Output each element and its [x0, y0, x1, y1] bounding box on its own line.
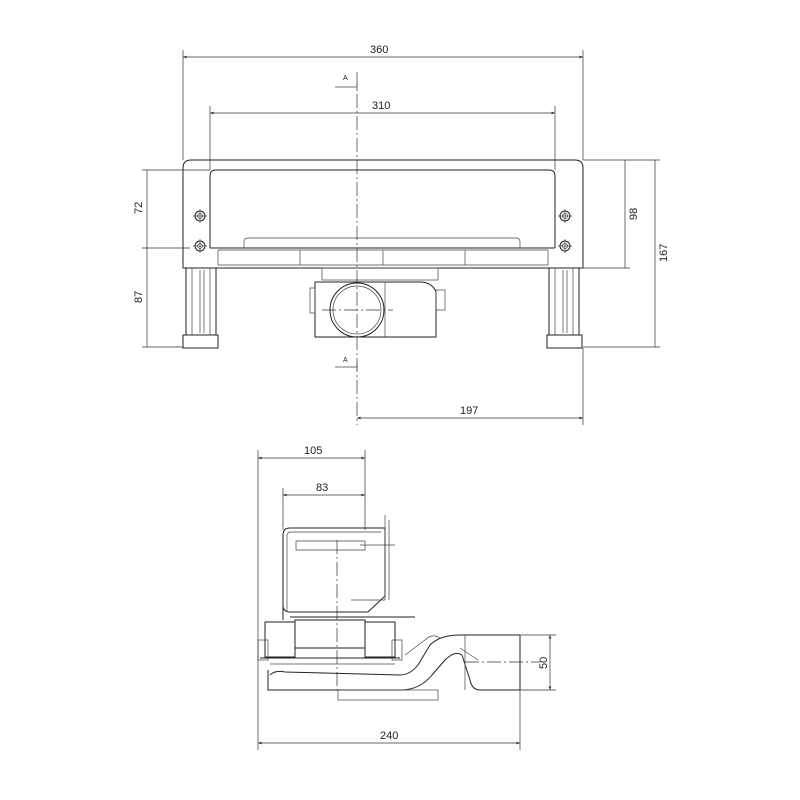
dim-overall-width: 360 — [370, 44, 388, 56]
top-view: A A 360 310 72 87 98 167 197 — [133, 44, 670, 425]
dim-inner-width: 310 — [372, 100, 390, 112]
drain-body — [309, 267, 446, 338]
dim-inner-width: 83 — [316, 482, 328, 494]
dim-total-height: 167 — [658, 244, 670, 262]
mounting-bolts — [193, 209, 572, 253]
frame — [182, 159, 584, 269]
section-body — [257, 515, 540, 701]
section-mark-bottom: A — [343, 357, 348, 364]
dim-outlet-diameter: 50 — [538, 657, 550, 669]
dim-side-height: 98 — [628, 208, 640, 220]
dim-total-length: 240 — [380, 730, 398, 742]
dim-leg-height: 87 — [133, 291, 145, 303]
section-view: 105 83 240 50 — [257, 445, 556, 750]
section-mark-top: A — [343, 75, 348, 82]
dimensions-section: 105 83 240 50 — [257, 445, 556, 750]
section-marks: A A — [335, 75, 358, 371]
dim-offset-to-center: 197 — [460, 405, 478, 417]
dim-frame-height: 72 — [133, 202, 145, 214]
dimensions-top: 360 310 72 87 98 167 197 — [133, 44, 670, 425]
dim-body-width: 105 — [304, 445, 322, 457]
legs — [182, 267, 583, 349]
